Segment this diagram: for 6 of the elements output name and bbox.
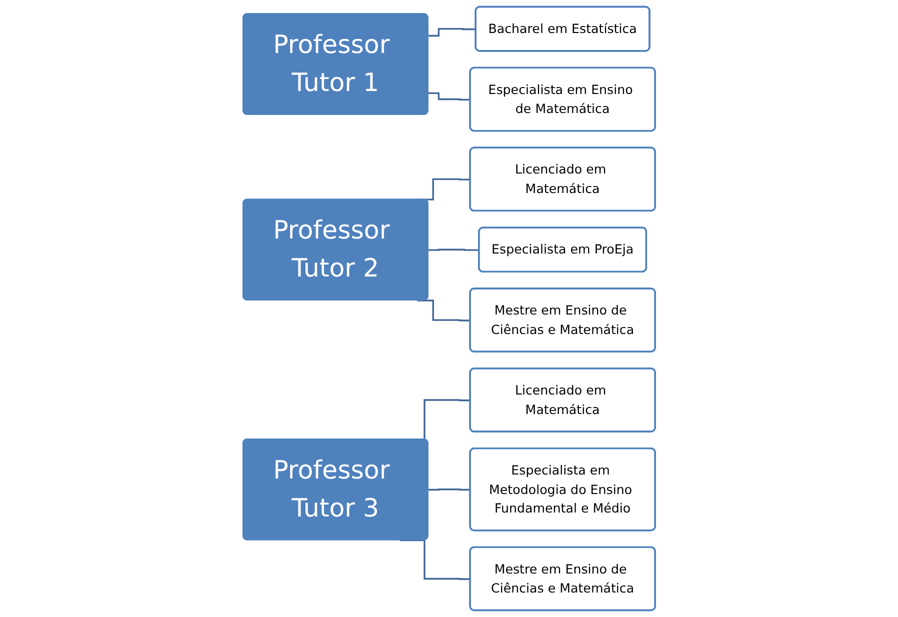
- connector: [428, 92, 470, 101]
- connector: [400, 539, 470, 580]
- connector: [428, 248, 480, 251]
- connector: [428, 488, 470, 491]
- connector: [428, 28, 476, 37]
- connector: [417, 300, 470, 322]
